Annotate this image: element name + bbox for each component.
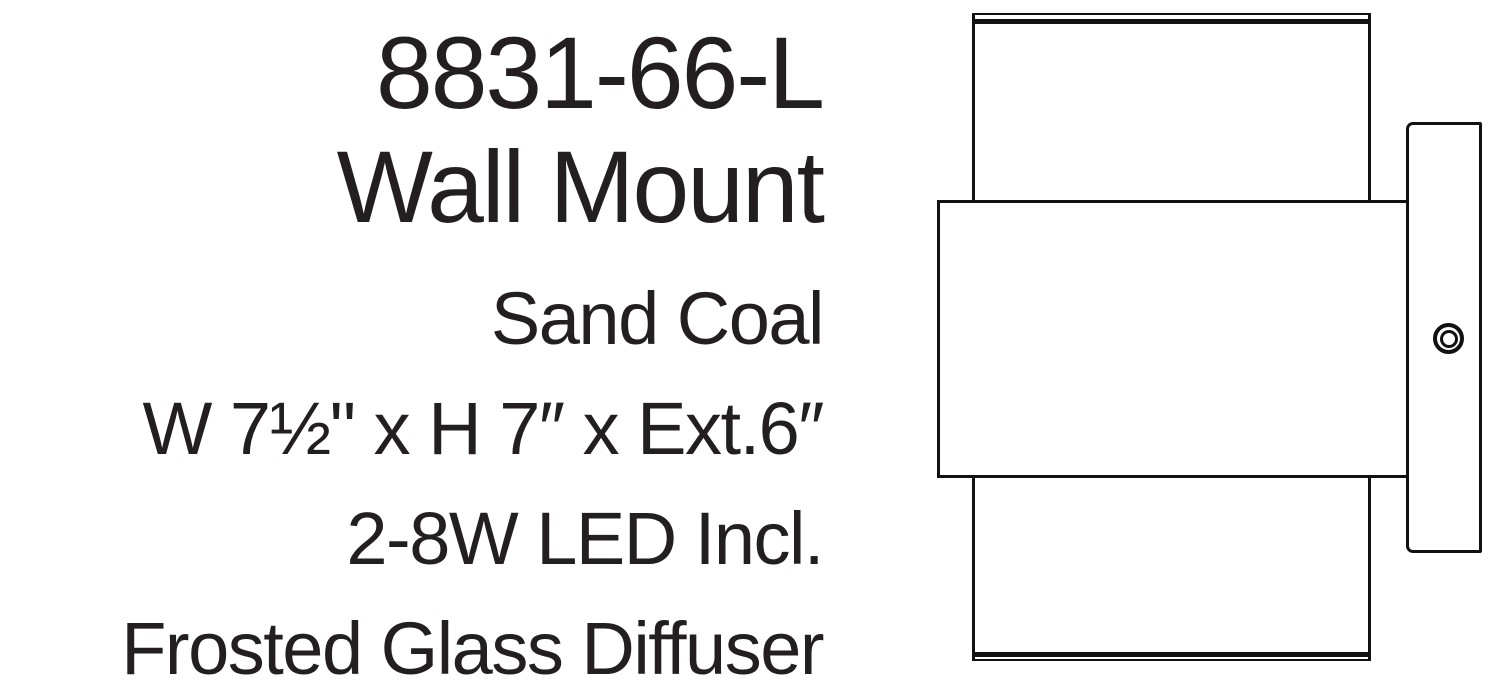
dimensions-label: W 7½" x H 7″ x Ext.6″ bbox=[142, 387, 825, 470]
top-cap-thick-line bbox=[975, 19, 1368, 24]
cylinder-bottom-section bbox=[972, 478, 1371, 661]
bottom-cap-thin-line bbox=[975, 659, 1368, 661]
mounting-screw-icon bbox=[1433, 323, 1464, 354]
top-cap-thin-line bbox=[975, 13, 1368, 15]
product-model-number: 8831-66-L bbox=[375, 16, 825, 130]
lamping-label: 2-8W LED Incl. bbox=[346, 497, 824, 580]
diffuser-label: Frosted Glass Diffuser bbox=[121, 607, 824, 685]
product-spec-text-block: 8831-66-L Wall Mount Sand Coal W 7½" x H… bbox=[121, 16, 825, 685]
product-type-label: Wall Mount bbox=[336, 130, 825, 244]
fixture-body bbox=[937, 200, 1407, 478]
cylinder-top-section bbox=[972, 13, 1371, 201]
wall-mount-plate bbox=[1406, 122, 1482, 553]
bottom-cap-thick-line bbox=[975, 652, 1368, 657]
finish-name-label: Sand Coal bbox=[490, 277, 825, 360]
mounting-screw-inner-ring bbox=[1439, 329, 1458, 348]
